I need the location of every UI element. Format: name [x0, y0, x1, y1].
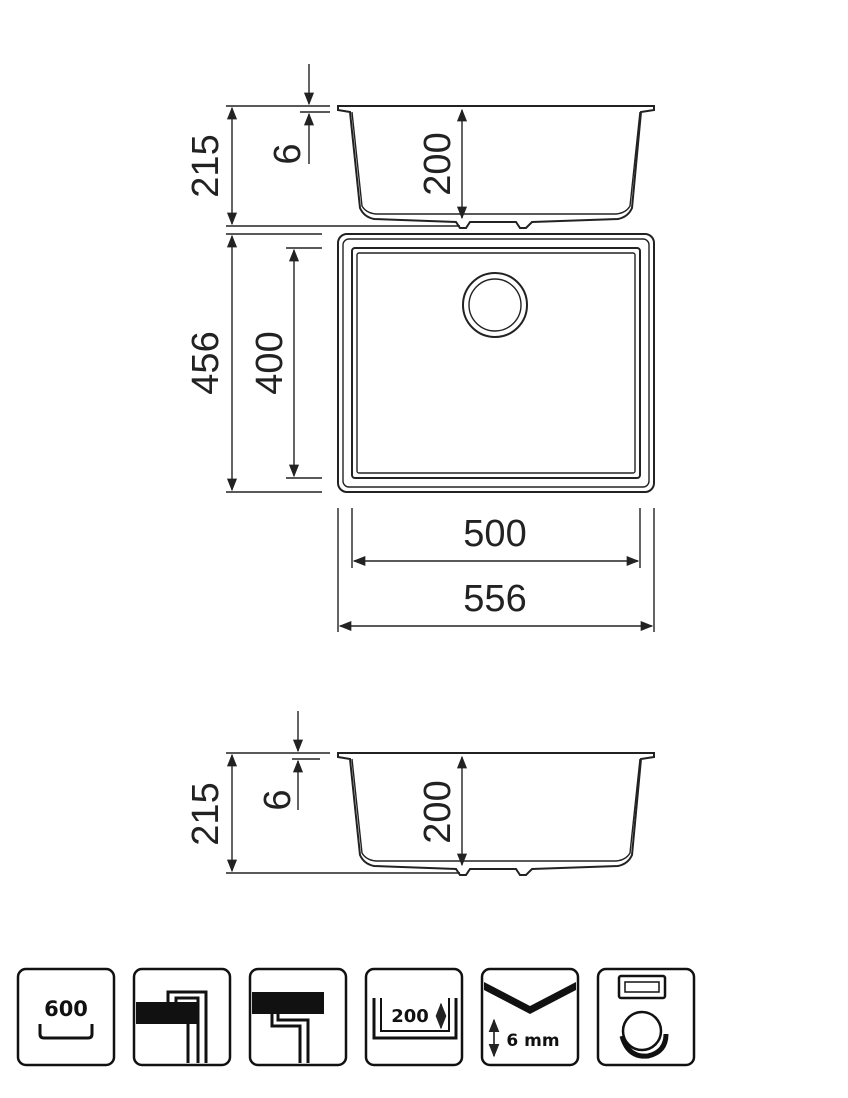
sink-profile-top: [337, 105, 655, 229]
bowl-depth-label: 200: [391, 1006, 429, 1027]
bowl-depth-icon: 200: [364, 967, 464, 1067]
dim-bottom-6: 6: [257, 789, 299, 810]
top-view: 456 400 500 556: [185, 233, 655, 632]
drain-hole: [462, 272, 528, 338]
dim-456: 456: [185, 331, 227, 394]
dim-500: 500: [463, 513, 526, 555]
sink-profile-bottom: [337, 752, 655, 876]
cabinet-600-label: 600: [44, 997, 88, 1021]
thickness-label: 6 mm: [506, 1031, 559, 1051]
dim-top-200: 200: [417, 132, 459, 195]
dim-556: 556: [463, 578, 526, 620]
inset-mount-icon: [132, 967, 232, 1067]
dim-top-215: 215: [185, 134, 227, 197]
undermount-icon: [248, 967, 348, 1067]
sink-outer-outline: [337, 233, 655, 493]
drain-icon: [596, 967, 696, 1067]
side-view-top: 215 6 200: [185, 64, 655, 229]
sink-bowl-outline: [351, 247, 641, 479]
icon-row: 600 200: [16, 967, 696, 1067]
side-view-bottom: 215 6 200: [185, 711, 655, 876]
thickness-icon: 6 mm: [480, 967, 580, 1067]
dim-bottom-200: 200: [417, 780, 459, 843]
dim-top-6: 6: [267, 143, 309, 164]
dim-bottom-215: 215: [185, 782, 227, 845]
cabinet-600-icon: 600: [16, 967, 116, 1067]
dim-400: 400: [249, 331, 291, 394]
